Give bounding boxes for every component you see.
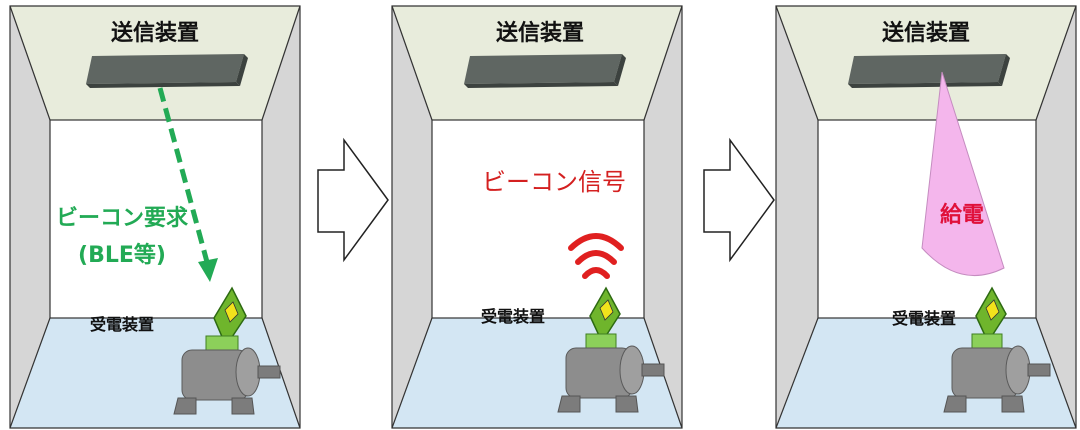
beacon-request-protocol: (BLE等) (78, 242, 166, 268)
transmitter-panel-icon (86, 54, 248, 88)
room-2 (391, 5, 683, 429)
transmitter-panel-icon (848, 54, 1010, 88)
power-label: 給電 (940, 202, 984, 228)
title-transmitter: 送信装置 (882, 20, 970, 46)
power-beam (921, 71, 1005, 276)
title-transmitter: 送信装置 (496, 20, 584, 46)
panel-3-power-supply: 送信装置 給電 受電装置 (775, 5, 1077, 429)
receiver-board-icon (205, 286, 247, 351)
beacon-request-label: ビーコン要求 (56, 206, 188, 231)
motor-icon (173, 347, 281, 415)
right-wall (262, 6, 300, 428)
motor-icon (557, 345, 665, 413)
left-wall (392, 6, 432, 428)
beacon-request-arrowhead (198, 258, 218, 282)
process-arrow-icon (317, 137, 389, 263)
beacon-signal-label: ビーコン信号 (482, 168, 626, 196)
beacon-request-arrow (157, 87, 210, 263)
back-wall (50, 120, 262, 318)
receiver-label: 受電装置 (481, 307, 545, 326)
panel-1-beacon-request: 送信装置 ビーコン要求 (BLE等) 受電装置 (9, 5, 301, 429)
process-arrow-icon (703, 137, 775, 263)
motor-icon (943, 345, 1051, 413)
signal-waves-icon (568, 233, 624, 279)
left-wall (10, 6, 50, 428)
transmitter-panel-icon (464, 54, 626, 88)
panel-2-beacon-signal: 送信装置 ビーコン信号 受電装置 (391, 5, 683, 429)
receiver-board-icon (585, 286, 621, 349)
title-transmitter: 送信装置 (111, 20, 199, 46)
back-wall (432, 120, 644, 318)
receiver-board-icon (971, 286, 1007, 349)
left-wall (776, 6, 818, 428)
right-wall (1036, 6, 1076, 428)
receiver-label: 受電装置 (892, 309, 956, 328)
right-wall (644, 6, 682, 428)
receiver-label: 受電装置 (90, 315, 154, 334)
